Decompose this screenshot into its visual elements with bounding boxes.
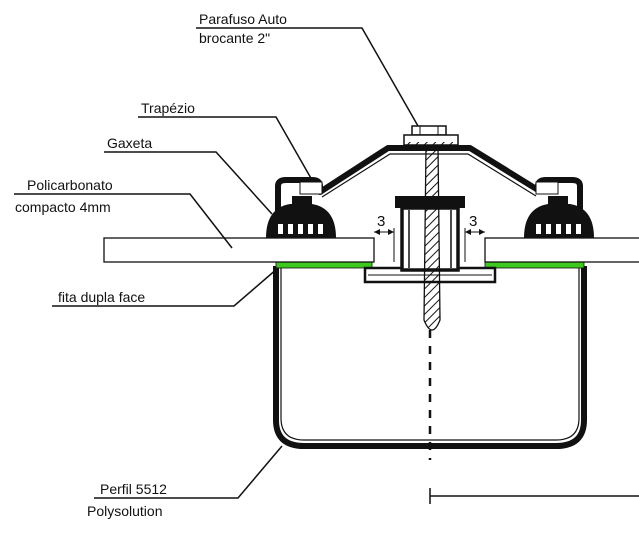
polycarbonate-sheet-left bbox=[103, 237, 375, 263]
dimension-right: 3 bbox=[464, 213, 485, 262]
gasket-left bbox=[266, 196, 336, 238]
dimension-left-value: 3 bbox=[377, 213, 385, 230]
leader-trapezio bbox=[138, 116, 313, 181]
label-policarbonato-line1: Policarbonato bbox=[27, 177, 113, 193]
label-policarbonato-line2: compacto 4mm bbox=[15, 199, 111, 215]
label-gaxeta: Gaxeta bbox=[107, 135, 152, 151]
centerline-lower bbox=[429, 488, 639, 504]
dimension-right-value: 3 bbox=[469, 213, 477, 230]
leader-policarbonato bbox=[14, 193, 233, 249]
label-screw-line1: Parafuso Auto bbox=[199, 11, 287, 27]
gasket-right bbox=[524, 196, 594, 238]
label-trapezio: Trapézio bbox=[141, 100, 195, 116]
leader-lines bbox=[14, 27, 419, 499]
leader-gaxeta bbox=[104, 151, 273, 215]
label-perfil-line1: Perfil 5512 bbox=[100, 481, 167, 497]
leader-fita bbox=[52, 267, 279, 307]
polycarbonate-sheet-right bbox=[484, 237, 639, 263]
label-fita: fita dupla face bbox=[58, 289, 145, 305]
label-screw-line2: brocante 2" bbox=[199, 30, 270, 46]
label-perfil-line2: Polysolution bbox=[87, 503, 163, 519]
self-drilling-screw bbox=[403, 125, 459, 331]
leader-perfil bbox=[94, 445, 283, 499]
dimension-left: 3 bbox=[374, 213, 395, 262]
leader-screw bbox=[196, 27, 419, 127]
